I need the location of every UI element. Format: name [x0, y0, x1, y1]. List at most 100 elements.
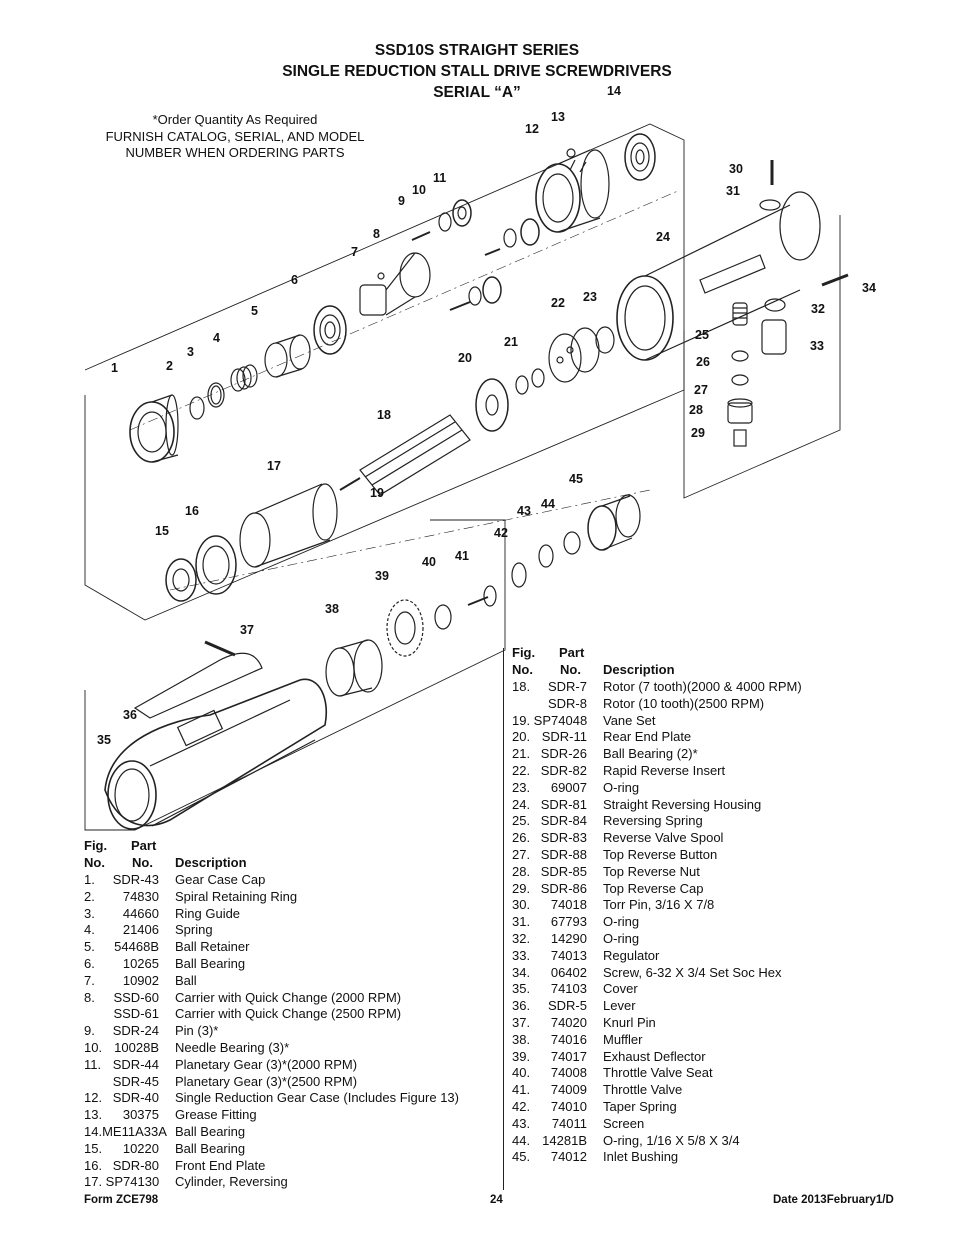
fig-number: 15. [84, 1140, 103, 1156]
part-31-o-ring [759, 199, 781, 211]
part-description: Rotor (7 tooth)(2000 & 4000 RPM) [603, 679, 802, 694]
fig-number: 11. [84, 1056, 102, 1072]
part-description: Ball Bearing [175, 1140, 246, 1156]
callout-40: 40 [422, 555, 436, 569]
part-description: Planetary Gear (3)*(2500 RPM) [175, 1073, 358, 1089]
part-number: SDR-88 [540, 846, 587, 862]
fig-number: 25. [512, 813, 531, 829]
part-10-needle-bearing [438, 212, 452, 232]
part-11-planetary-gear [449, 199, 540, 311]
part-23-o-ring [595, 326, 615, 354]
fig-number: 36. [512, 998, 531, 1014]
callout-31: 31 [726, 184, 740, 198]
callout-20: 20 [458, 351, 472, 365]
part-number: SDR-44 [112, 1056, 159, 1072]
part-26-valve-spool [731, 350, 749, 362]
fig-number: 28. [512, 863, 531, 879]
part-number: SDR-5 [547, 998, 587, 1014]
fig-number: 45. [512, 1149, 531, 1165]
part-description: Planetary Gear (3)*(2000 RPM) [175, 1056, 358, 1072]
part-number: SDR-82 [540, 762, 587, 778]
part-description: Ball Bearing [175, 1123, 246, 1139]
part-description: Screw, 6-32 X 3/4 Set Soc Hex [603, 964, 782, 980]
callout-26: 26 [696, 355, 710, 369]
callout-39: 39 [375, 569, 389, 583]
header-part-b: No. [132, 855, 153, 870]
fig-number: 18. [512, 679, 531, 694]
fig-number: 12. [84, 1090, 103, 1106]
part-32-o-ring [764, 298, 786, 312]
header-fig-a: Fig. [84, 838, 108, 853]
part-number: 74008 [550, 1065, 587, 1081]
part-number: 54468B [114, 939, 159, 955]
callout-36: 36 [123, 708, 137, 722]
callout-7: 7 [351, 245, 358, 259]
part-number: 74016 [550, 1031, 587, 1047]
title-line-2: SINGLE REDUCTION STALL DRIVE SCREWDRIVER… [282, 63, 672, 80]
fig-number: 32. [512, 930, 531, 946]
fig-number: 23. [512, 779, 531, 795]
part-number: 74018 [550, 897, 587, 913]
part-45-inlet-bushing [587, 494, 641, 551]
fig-number: 9. [84, 1023, 95, 1039]
part-number: SDR-7 [547, 679, 587, 694]
part-description: Rotor (10 tooth)(2500 RPM) [603, 695, 765, 711]
part-number: SDR-84 [540, 813, 587, 829]
part-number: 10265 [122, 955, 159, 971]
table-divider [503, 648, 504, 1190]
callout-6: 6 [291, 273, 298, 287]
part-20-rear-end-plate [475, 378, 509, 432]
callout-3: 3 [187, 345, 194, 359]
callout-2: 2 [166, 359, 173, 373]
part-number: 06402 [550, 964, 587, 980]
part-description: Screen [603, 1115, 645, 1131]
part-9-pin [411, 231, 431, 241]
part-description: O-ring [603, 930, 640, 946]
fig-number: 29. [512, 880, 531, 896]
part-number: 74103 [550, 981, 587, 997]
part-description: Ring Guide [175, 905, 241, 921]
part-39-exhaust-deflector [386, 599, 424, 657]
part-description: Needle Bearing (3)* [175, 1039, 290, 1055]
part-number: SDR-80 [112, 1157, 159, 1173]
callout-10: 10 [412, 183, 426, 197]
part-16-front-end-plate [195, 535, 237, 595]
header-fig-b: No. [512, 662, 533, 677]
fig-number: 37. [512, 1014, 531, 1030]
part-12-gear-case [535, 149, 610, 233]
part-number: SDR-45 [112, 1073, 159, 1089]
callout-14: 14 [607, 84, 621, 98]
fig-number: 21. [512, 746, 531, 762]
part-number: 74012 [550, 1149, 587, 1165]
part-18-rotor [339, 414, 471, 496]
part-description: Muffler [603, 1031, 643, 1047]
callout-21: 21 [504, 335, 518, 349]
fig-number: 35. [512, 981, 531, 997]
callout-24: 24 [656, 230, 670, 244]
part-number: 30375 [122, 1107, 159, 1123]
part-description: Rapid Reverse Insert [603, 762, 726, 778]
part-description: Spring [175, 922, 213, 938]
part-number: 74017 [550, 1048, 587, 1064]
part-description: Gear Case Cap [175, 872, 266, 887]
fig-number: 30. [512, 897, 531, 913]
fig-number: 19. SP74048 [512, 712, 588, 728]
part-number: 10902 [122, 972, 159, 988]
